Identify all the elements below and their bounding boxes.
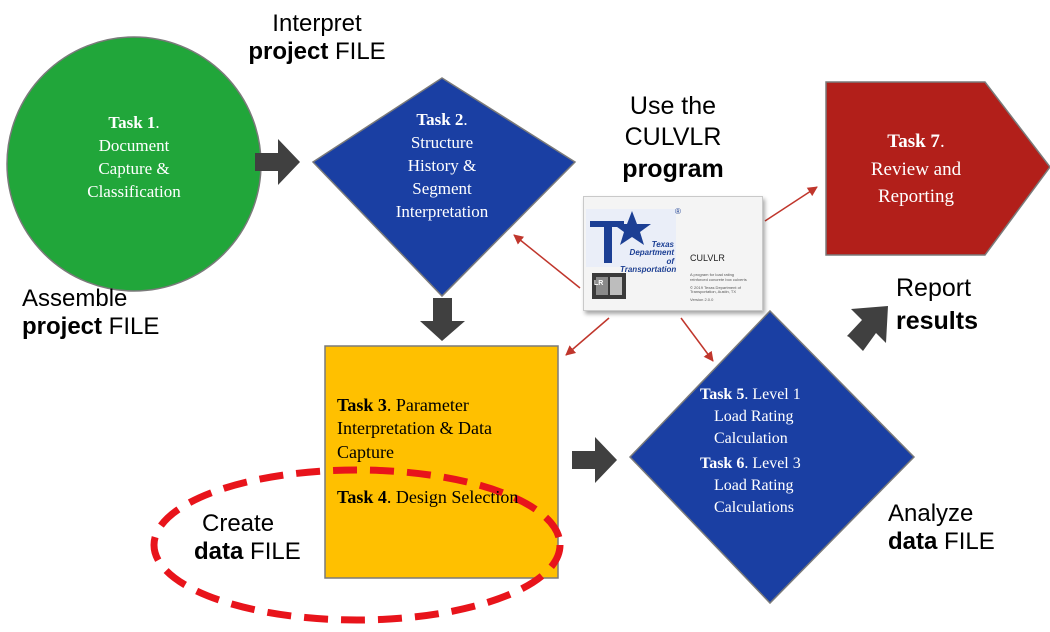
task2-line: Segment [412,178,472,198]
task7-pentagon [825,81,1050,256]
task56-diamond [628,309,916,605]
task56-text: Task 5. Level 1 Load Rating Calculation … [700,384,850,519]
task2-line: History & [407,155,477,175]
task1-line: Classification [87,181,181,201]
logo-agency-text: Texas Department of Transportation [620,240,677,275]
task7-title: Task 7 [887,131,940,152]
thin-arrow-to-task7 [764,186,818,222]
task1-line: Capture & [98,158,170,178]
report-label: Report results [896,274,978,335]
task6-title: Task 6 [700,455,745,473]
task4-title: Task 4 [337,487,387,507]
task4-desc: . Design Selection [386,487,519,507]
task2-line: Interpretation [395,201,489,221]
task6-line: Calculations [714,499,794,517]
logo-badge: LR [594,280,604,287]
task2-line: Structure [410,132,474,152]
assemble-label: Assemble project FILE [22,285,160,340]
task1-title: Task 1 [108,113,156,132]
task7-line: Review and [870,158,962,180]
culvlr-program-logo: Texas Department of Transportation LR ® … [583,196,763,311]
thin-arrow-to-task5 [680,317,714,362]
task3-text: Task 3. Parameter Interpretation & Data … [337,394,547,464]
task5-line: Load Rating [714,408,794,426]
arrow-task5-to-task7 [847,306,888,351]
task1-text: Task 1. Document Capture & Classificatio… [44,112,224,204]
registered-mark: ® [675,207,681,216]
task1-line: Document [98,135,170,155]
arrow-task2-to-task3 [420,298,465,341]
arrow-task1-to-task2 [255,139,300,185]
thin-arrow-to-task3 [565,317,610,356]
task2-diamond [311,77,577,298]
interpret-label: Interpret project FILE [248,10,386,65]
task5-title: Task 5 [700,386,745,403]
task2-title: Task 2 [416,110,464,129]
logo-program-name: CULVLR [690,253,725,263]
use-program-label: Use the CULVLR program [622,92,724,183]
txdot-logo-icon [586,209,676,299]
task7-line: Reporting [878,186,954,208]
task2-text: Task 2. Structure History & Segment Inte… [362,109,522,224]
thin-arrow-to-task2 [513,234,581,289]
task4-text: Task 4. Design Selection [337,486,527,509]
create-data-ellipse [150,466,564,624]
logo-fineprint: A program for load rating reinforced con… [690,272,747,303]
task5-line: Calculation [714,430,788,448]
task3-title: Task 3 [337,395,387,415]
task7-text: Task 7. Review and Reporting [841,128,991,211]
task3-desc: . Parameter Interpretation & Data Captur… [337,395,492,462]
task34-box [324,345,559,579]
arrow-task3-to-task5 [572,437,617,483]
create-label: Create data FILE [194,510,301,565]
task6-line: Load Rating [714,477,794,495]
analyze-label: Analyze data FILE [888,500,995,555]
